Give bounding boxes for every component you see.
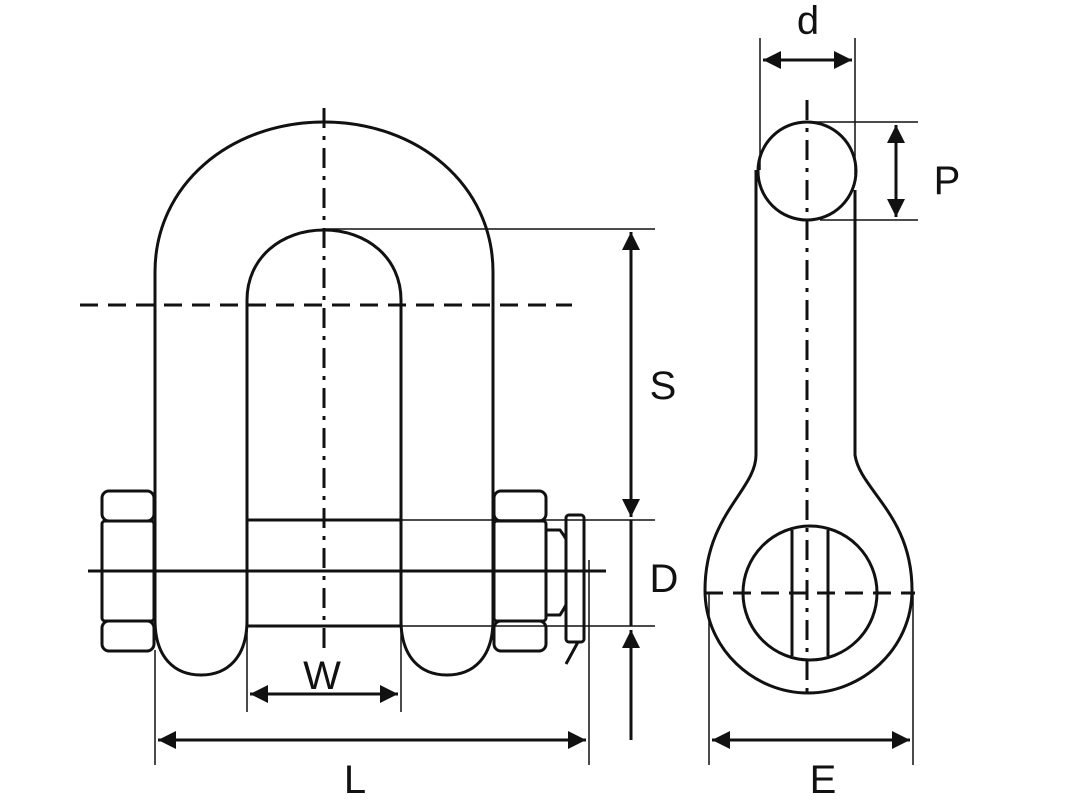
nut-top [492, 489, 548, 523]
right-eye-bottom [399, 619, 495, 677]
label-e: E [810, 758, 837, 800]
front-dimension-arrows [158, 232, 640, 749]
label-d-large: D [650, 557, 679, 601]
label-p: P [934, 159, 961, 203]
front-centerlines [80, 108, 572, 650]
front-dimensions [154, 228, 655, 765]
label-l: L [344, 758, 366, 800]
label-s: S [650, 364, 677, 408]
nut-bottom [492, 619, 548, 653]
left-eye-bottom [153, 619, 249, 677]
side-body-outline [703, 170, 914, 695]
label-w: W [303, 654, 341, 698]
side-centerlines [705, 100, 915, 700]
pin-head-top [100, 489, 156, 523]
side-dimensions [708, 38, 918, 765]
pin-body [245, 518, 403, 628]
cotter-pin [564, 513, 586, 644]
front-view [88, 120, 606, 677]
side-view [703, 120, 914, 695]
pin-head-bottom [100, 619, 156, 653]
side-dimension-arrows [712, 51, 910, 749]
label-d-small: d [797, 0, 819, 43]
cotter-tail [564, 641, 580, 665]
